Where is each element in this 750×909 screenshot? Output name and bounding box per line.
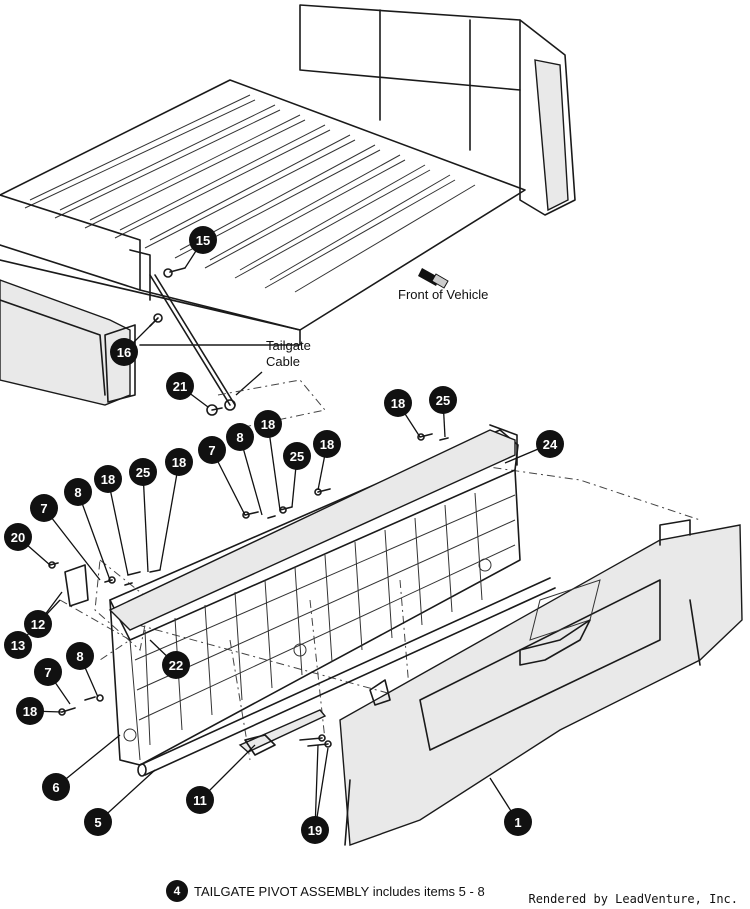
callout-18: 18 (94, 465, 122, 493)
callout-25: 25 (429, 386, 457, 414)
front-arrow-icon (418, 268, 449, 289)
callout-21: 21 (166, 372, 194, 400)
callout-19: 19 (301, 816, 329, 844)
svg-text:18: 18 (23, 704, 37, 719)
svg-text:16: 16 (117, 345, 131, 360)
callout-24: 24 (536, 430, 564, 458)
callout-18: 18 (384, 389, 412, 417)
tailgate-outer-panel (339, 519, 743, 846)
svg-text:22: 22 (169, 658, 183, 673)
front-of-vehicle-label: Front of Vehicle (398, 287, 488, 302)
callout-18: 18 (16, 697, 44, 725)
callout-8: 8 (64, 478, 92, 506)
svg-text:7: 7 (208, 443, 215, 458)
tailgate-cable-label-line2: Cable (266, 354, 300, 369)
svg-text:25: 25 (290, 449, 304, 464)
svg-text:25: 25 (436, 393, 450, 408)
callout-7: 7 (198, 436, 226, 464)
callout-7: 7 (34, 658, 62, 686)
svg-text:18: 18 (101, 472, 115, 487)
callout-15: 15 (189, 226, 217, 254)
assembly-note: 4 TAILGATE PIVOT ASSEMBLY includes items… (166, 880, 485, 902)
callout-6: 6 (42, 773, 70, 801)
render-credit: Rendered by LeadVenture, Inc. (528, 892, 738, 906)
callout-11: 11 (186, 786, 214, 814)
callout-8: 8 (66, 642, 94, 670)
tailgate-cable-label-line1: Tailgate (266, 338, 311, 353)
svg-text:24: 24 (543, 437, 558, 452)
svg-text:25: 25 (136, 465, 150, 480)
tailgate-cable (149, 274, 263, 411)
svg-text:8: 8 (74, 485, 81, 500)
svg-text:18: 18 (320, 437, 334, 452)
svg-text:18: 18 (261, 417, 275, 432)
callout-12: 12 (24, 610, 52, 638)
pivot-bar (137, 577, 556, 777)
latch-handle (238, 709, 327, 756)
callout-8: 8 (226, 423, 254, 451)
svg-text:19: 19 (308, 823, 322, 838)
assembly-lines (59, 379, 701, 761)
callout-13: 13 (4, 631, 32, 659)
callout-20: 20 (4, 523, 32, 551)
callout-18: 18 (254, 410, 282, 438)
svg-text:8: 8 (76, 649, 83, 664)
callout-25: 25 (283, 442, 311, 470)
callout-25: 25 (129, 458, 157, 486)
note-text: TAILGATE PIVOT ASSEMBLY includes items 5… (194, 883, 485, 899)
svg-text:12: 12 (31, 617, 45, 632)
truck-bed (0, 4, 576, 406)
callout-5: 5 (84, 808, 112, 836)
callout-7: 7 (30, 494, 58, 522)
leader-lines (17, 239, 551, 831)
callout-18: 18 (165, 448, 193, 476)
svg-text:13: 13 (11, 638, 25, 653)
svg-text:8: 8 (236, 430, 243, 445)
svg-text:7: 7 (40, 501, 47, 516)
svg-text:18: 18 (172, 455, 186, 470)
svg-text:15: 15 (196, 233, 210, 248)
svg-text:1: 1 (514, 815, 521, 830)
svg-text:18: 18 (391, 396, 405, 411)
callout-18: 18 (313, 430, 341, 458)
svg-text:11: 11 (193, 793, 207, 808)
callout-1: 1 (504, 808, 532, 836)
note-badge: 4 (166, 880, 188, 902)
callout-22: 22 (162, 651, 190, 679)
svg-text:20: 20 (11, 530, 25, 545)
svg-text:7: 7 (44, 665, 51, 680)
callout-16: 16 (110, 338, 138, 366)
svg-text:5: 5 (94, 815, 101, 830)
svg-text:6: 6 (52, 780, 59, 795)
svg-text:21: 21 (173, 379, 187, 394)
